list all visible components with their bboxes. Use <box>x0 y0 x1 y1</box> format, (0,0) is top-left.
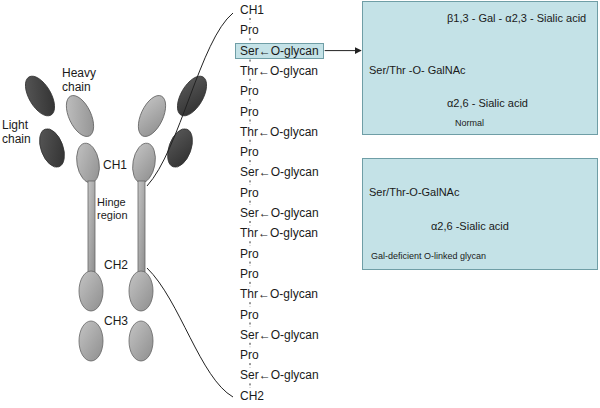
heavy-chain-domain <box>129 321 153 361</box>
residue-label: Thr←O-glycan <box>240 64 318 78</box>
glycan-label: β1,3 - Gal - α2,3 - Sialic acid <box>447 12 586 25</box>
residue-label: Ser←O-glycan <box>240 165 319 179</box>
heavy-chain-domain <box>133 91 172 140</box>
heavy-chain-domain <box>130 141 159 184</box>
heavy-chain-domain <box>74 141 103 184</box>
residue-label: Pro <box>240 348 259 362</box>
zoom-line <box>147 13 233 186</box>
heavy-chain-domain <box>129 271 153 311</box>
part-label: Light chain <box>2 118 42 146</box>
backbone-line <box>250 120 251 124</box>
residue-label: Pro <box>240 308 259 322</box>
backbone-line <box>250 79 251 83</box>
backbone-line <box>250 262 251 266</box>
backbone-line <box>250 343 251 347</box>
backbone-line <box>250 282 251 286</box>
light-chain-domain <box>35 125 69 170</box>
residue-label: Thr←O-glycan <box>240 226 318 240</box>
residue-label: Ser←O-glycan <box>240 368 319 382</box>
domain-label: CH2 <box>104 258 128 272</box>
heavy-chain-domain <box>61 91 100 140</box>
hinge-bar <box>88 181 95 272</box>
light-chain-domain <box>19 71 60 120</box>
residue-label: Pro <box>240 105 259 119</box>
highlighted-residue-box: Ser←O-glycan <box>235 43 324 59</box>
heavy-chain-domain <box>79 271 103 311</box>
part-label: Heavy chain <box>62 66 104 94</box>
residue-label: Pro <box>240 84 259 98</box>
residue-label: Ser←O-glycan <box>240 44 319 58</box>
backbone-line <box>250 302 251 306</box>
residue-label: Thr←O-glycan <box>240 125 318 139</box>
glycan-label: α2,6 -Sialic acid <box>431 220 509 233</box>
residue-label: Ser←O-glycan <box>240 328 319 342</box>
residue-label: CH1 <box>240 3 264 17</box>
residue-label: Ser←O-glycan <box>240 206 319 220</box>
glycan-label: Ser/Thr -O- GalNAc <box>369 64 466 77</box>
backbone-line <box>250 38 251 41</box>
glycan-label: Ser/Thr-O-GalNAc <box>369 186 459 199</box>
residue-label: Pro <box>240 267 259 281</box>
backbone-line <box>250 160 251 164</box>
backbone-line <box>250 180 251 184</box>
glycan-label: α2,6 - Sialic acid <box>447 97 528 110</box>
residue-label: Pro <box>240 23 259 37</box>
glycan-box: Ser/Thr-O-GalNAc α2,6 -Sialic acidGal-def… <box>362 158 598 270</box>
part-label: Hinge region <box>97 196 137 222</box>
zoom-line <box>147 268 233 397</box>
residue-label: Thr←O-glycan <box>240 287 318 301</box>
residue-label: Pro <box>240 145 259 159</box>
heavy-chain-domain <box>79 321 103 361</box>
backbone-line <box>250 99 251 103</box>
residue-label: Pro <box>240 186 259 200</box>
domain-label: CH3 <box>104 314 128 328</box>
backbone-line <box>250 18 251 22</box>
residue-label: Pro <box>240 247 259 261</box>
backbone-line <box>250 140 251 144</box>
backbone-line <box>250 201 251 205</box>
residue-label: CH2 <box>240 389 264 403</box>
backbone-line <box>250 363 251 367</box>
backbone-line <box>250 241 251 245</box>
box-caption: Normal <box>455 118 484 129</box>
light-chain-domain <box>171 71 212 120</box>
light-chain-domain <box>163 125 197 170</box>
domain-label: CH1 <box>103 158 127 172</box>
backbone-line <box>250 383 251 387</box>
backbone-line <box>250 323 251 327</box>
backbone-line <box>250 60 251 63</box>
hinge-bar <box>138 181 145 272</box>
arrow-connector <box>325 50 361 51</box>
box-caption: Gal-deficient O-linked glycan <box>371 251 486 262</box>
glycan-box: β1,3 - Gal - α2,3 - Sialic acidSer/Thr -… <box>362 1 598 135</box>
backbone-line <box>250 221 251 225</box>
